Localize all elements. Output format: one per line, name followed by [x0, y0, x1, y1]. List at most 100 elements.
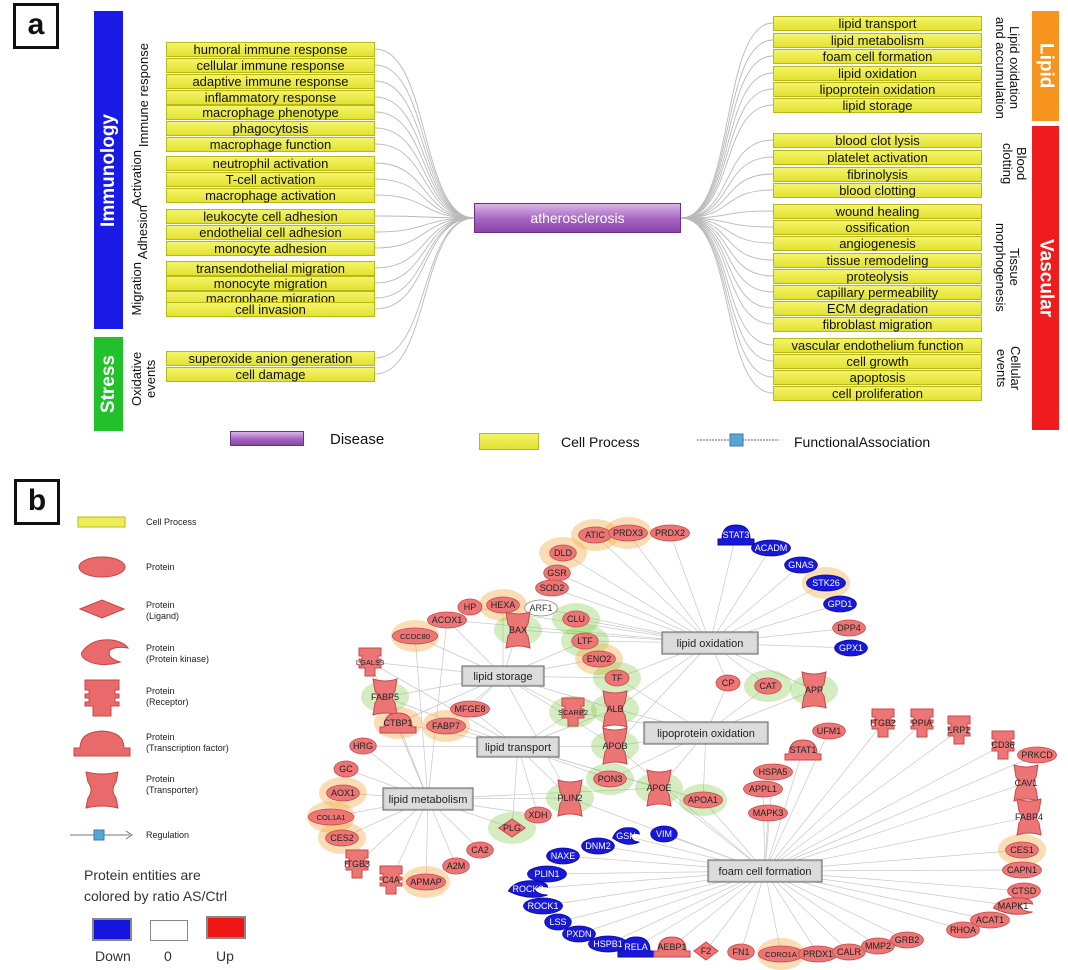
- protein-clu: CLU: [562, 610, 590, 628]
- protein-label: APOE: [646, 783, 671, 793]
- association-line: [374, 217, 475, 375]
- legend-kinase-glyph: [81, 639, 130, 666]
- protein-shape: [582, 650, 616, 668]
- protein-gsn: GSN: [612, 827, 640, 845]
- protein-label: PLG: [503, 823, 521, 833]
- process-label: lipid storage: [473, 671, 532, 683]
- protein-gsr: GSR: [543, 564, 571, 582]
- process-vascular-endothelium-function: vascular endothelium function: [773, 338, 982, 353]
- process-leukocyte-cell-adhesion: leukocyte cell adhesion: [166, 209, 375, 224]
- association-line: [680, 217, 774, 346]
- protein-shape: [426, 717, 466, 735]
- regulation-edge: [414, 635, 429, 800]
- protein-label: CES2: [330, 833, 354, 843]
- protein-shape: [991, 730, 1015, 760]
- association-line: [374, 64, 475, 219]
- protein-itgb2: ITGB2: [870, 708, 896, 738]
- protein-shape: [497, 818, 527, 838]
- protein-shape: [379, 712, 417, 734]
- process-apoptosis: apoptosis: [773, 370, 982, 385]
- process-monocyte-migration: monocyte migration: [166, 276, 375, 291]
- protein-label: APP: [805, 685, 823, 695]
- regulation-edge: [764, 722, 884, 872]
- protein-shape: [562, 610, 590, 628]
- protein-label: ITGB3: [344, 859, 370, 869]
- protein-shape: [946, 921, 980, 939]
- protein-label: CD36: [991, 740, 1014, 750]
- protein-f2: F2: [693, 941, 719, 961]
- protein-fabp4: FABP4: [1015, 798, 1043, 836]
- protein-ppia: PPIA: [910, 708, 934, 738]
- regulation-edge: [614, 745, 766, 872]
- protein-shape: [743, 780, 783, 798]
- regulation-edge: [762, 788, 766, 872]
- protein-shape: [450, 700, 490, 718]
- association-line: [374, 96, 475, 219]
- protein-label: FABP7: [432, 721, 460, 731]
- association-line: [680, 173, 774, 219]
- protein-mapk1: MAPK1: [992, 897, 1034, 915]
- process-box-inner: [479, 739, 557, 755]
- process-blood-clotting: blood clotting: [773, 183, 982, 198]
- protein-label: ALB: [606, 704, 623, 714]
- protein-label: PLIN2: [557, 793, 582, 803]
- association-line: [680, 156, 774, 219]
- process-cellular-immune-response: cellular immune response: [166, 58, 375, 73]
- protein-label: VIM: [656, 829, 672, 839]
- disease-node-atherosclerosis: atherosclerosis: [474, 203, 681, 233]
- protein-shape: [546, 847, 580, 865]
- regulation-edge: [705, 870, 766, 952]
- protein-prdx3: PRDX3: [608, 524, 648, 542]
- protein-shape: [602, 727, 628, 765]
- protein-shape: [358, 647, 382, 677]
- legend-cell-process-swatch: [479, 433, 539, 450]
- protein-ces2: CES2: [325, 829, 359, 847]
- protein-label: GPX1: [839, 643, 863, 653]
- process-inflammatory-response: inflammatory response: [166, 90, 375, 105]
- protein-label: CORO1A: [765, 950, 797, 959]
- protein-gpx1: GPX1: [834, 639, 868, 657]
- protein-label: STAT3: [723, 530, 750, 540]
- regulation-edge: [740, 870, 766, 953]
- protein-label: GPD1: [828, 599, 853, 609]
- protein-shape: [751, 539, 791, 557]
- protein-label: HEXA: [491, 600, 516, 610]
- protein-shape: [325, 829, 359, 847]
- protein-label: DNM2: [585, 841, 611, 851]
- protein-hexa: HEXA: [486, 596, 520, 614]
- protein-shape: [1002, 861, 1042, 879]
- protein-prdx1: PRDX1: [798, 945, 838, 963]
- protein-pon3: PON3: [593, 770, 627, 788]
- network-process-lipid-transport: lipid transport: [476, 736, 560, 758]
- process-foam-cell-formation: foam cell formation: [773, 49, 982, 64]
- process-platelet-activation: platelet activation: [773, 150, 982, 165]
- protein-label: C4A: [382, 875, 400, 885]
- protein-label: CAV1: [1015, 778, 1038, 788]
- protein-shape: [391, 627, 438, 645]
- protein-stk26: STK26: [806, 574, 846, 592]
- regulation-edge: [369, 661, 519, 748]
- protein-label: RHOA: [950, 925, 976, 935]
- regulation-edge: [427, 619, 448, 800]
- protein-alb: ALB: [602, 690, 628, 728]
- protein-label: STAT1: [790, 745, 817, 755]
- protein-shape: [650, 825, 678, 843]
- protein-shape: [947, 715, 971, 745]
- legend-transporter-glyph: [85, 771, 119, 809]
- process-lipid-transport: lipid transport: [773, 16, 982, 31]
- regulation-edge: [635, 870, 766, 948]
- process-angiogenesis: angiogenesis: [773, 236, 982, 251]
- legend-tf-glyph: [73, 730, 131, 757]
- legend-b-transporter: Protein (Transporter): [146, 774, 199, 795]
- protein-shape: [307, 808, 354, 826]
- protein-label: CES1: [1010, 845, 1034, 855]
- protein-label: PRDX2: [655, 528, 685, 538]
- process-macrophage-activation: macrophage activation: [166, 188, 375, 203]
- protein-gc: GC: [333, 760, 359, 778]
- protein-shape: [861, 937, 895, 955]
- legend-b-kinase: Protein (Protein kinase): [146, 643, 210, 664]
- regulation-edge: [764, 744, 1004, 872]
- protein-shape: [571, 632, 599, 650]
